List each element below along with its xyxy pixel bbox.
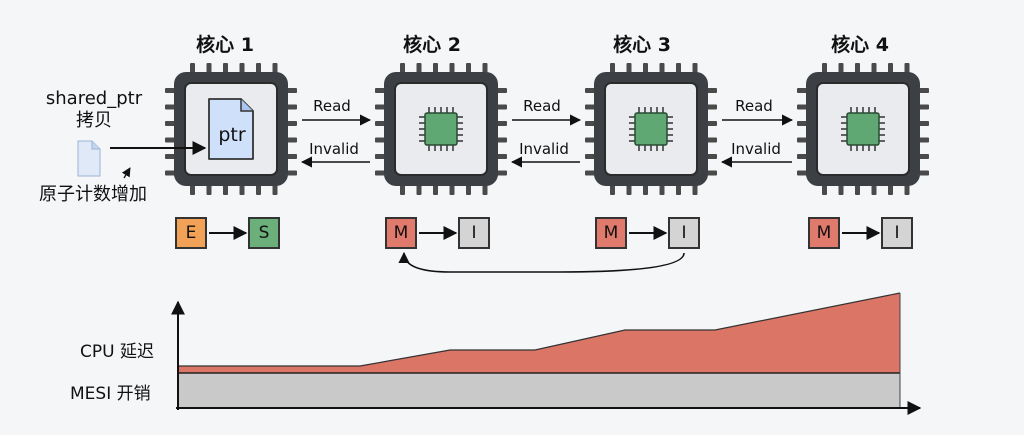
ptr-label: ptr (218, 124, 246, 146)
ptr-file-icon (208, 98, 254, 160)
shared-ptr-label: shared_ptr (45, 88, 143, 109)
core-4-state-from: M (808, 217, 840, 249)
mesi-overhead-label: MESI 开销 (70, 384, 151, 404)
chip-icon (419, 107, 463, 151)
cpu-latency-outline (178, 292, 901, 367)
core-1-state-from: E (175, 217, 207, 249)
copy-label: 拷贝 (76, 110, 112, 131)
core-2-title: 核心 2 (403, 34, 461, 56)
core-3-title: 核心 3 (613, 34, 671, 56)
core-1-title: 核心 1 (196, 34, 254, 56)
document-icon (77, 140, 101, 177)
latency-chart (171, 292, 922, 415)
core-3-state-from: M (595, 217, 627, 249)
core-4-state-to: I (881, 217, 913, 249)
core-2-state-from: M (385, 217, 417, 249)
core-4-title: 核心 4 (831, 34, 889, 56)
core-1-state-to: S (248, 217, 280, 249)
invalidate-return-arrow (398, 251, 685, 273)
read-label-1: Read (313, 97, 351, 115)
read-label-3: Read (735, 97, 773, 115)
invalid-label-1: Invalid (309, 140, 359, 158)
chip-icon (629, 107, 673, 151)
core-3-state-to: I (668, 217, 700, 249)
chip-icon (841, 107, 885, 151)
increment-arrow (121, 167, 131, 179)
cpu-latency-area (178, 293, 900, 373)
atomic-increment-label: 原子计数增加 (39, 184, 147, 205)
mesi-overhead-area (178, 373, 900, 408)
core-2-state-to: I (458, 217, 490, 249)
cpu-latency-label: CPU 延迟 (80, 342, 154, 362)
read-label-2: Read (523, 97, 561, 115)
invalid-label-3: Invalid (731, 140, 781, 158)
invalid-label-2: Invalid (519, 140, 569, 158)
